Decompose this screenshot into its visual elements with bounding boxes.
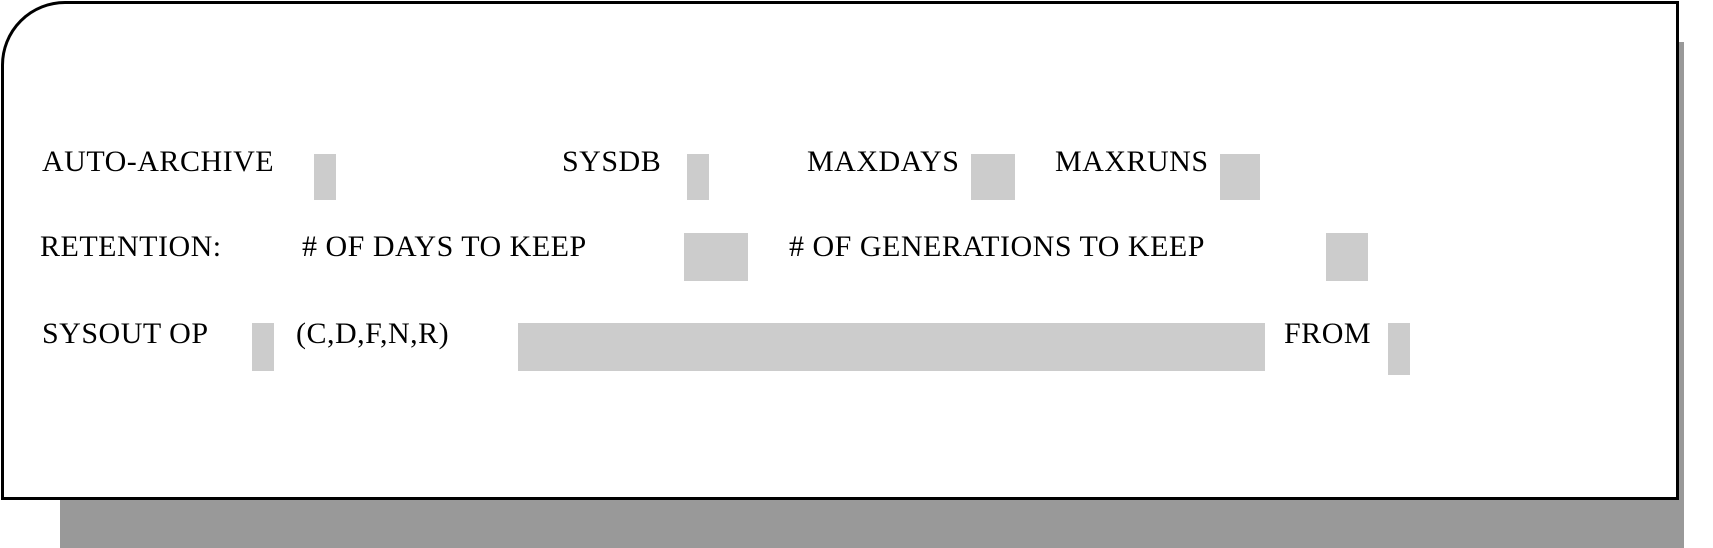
generations-to-keep-field[interactable] (1326, 233, 1368, 281)
retention-label: RETENTION: (40, 230, 222, 263)
maxruns-label: MAXRUNS (1055, 145, 1209, 178)
maxruns-field[interactable] (1220, 154, 1260, 200)
sysout-options-hint: (C,D,F,N,R) (296, 317, 450, 350)
sysout-op-label: SYSOUT OP (42, 317, 209, 350)
auto-archive-label: AUTO-ARCHIVE (42, 145, 275, 178)
days-to-keep-field[interactable] (684, 233, 748, 281)
generations-to-keep-label: # OF GENERATIONS TO KEEP (789, 230, 1205, 263)
from-label: FROM (1284, 317, 1372, 350)
maxdays-field[interactable] (971, 154, 1015, 200)
from-field[interactable] (1388, 323, 1410, 375)
maxdays-label: MAXDAYS (807, 145, 960, 178)
auto-archive-field[interactable] (314, 154, 336, 200)
sysout-data-field[interactable] (518, 323, 1265, 371)
sysdb-field[interactable] (687, 154, 709, 200)
archive-settings-panel: AUTO-ARCHIVE SYSDB MAXDAYS MAXRUNS RETEN… (1, 1, 1679, 500)
sysout-op-field[interactable] (252, 323, 274, 371)
sysdb-label: SYSDB (562, 145, 662, 178)
days-to-keep-label: # OF DAYS TO KEEP (302, 230, 587, 263)
